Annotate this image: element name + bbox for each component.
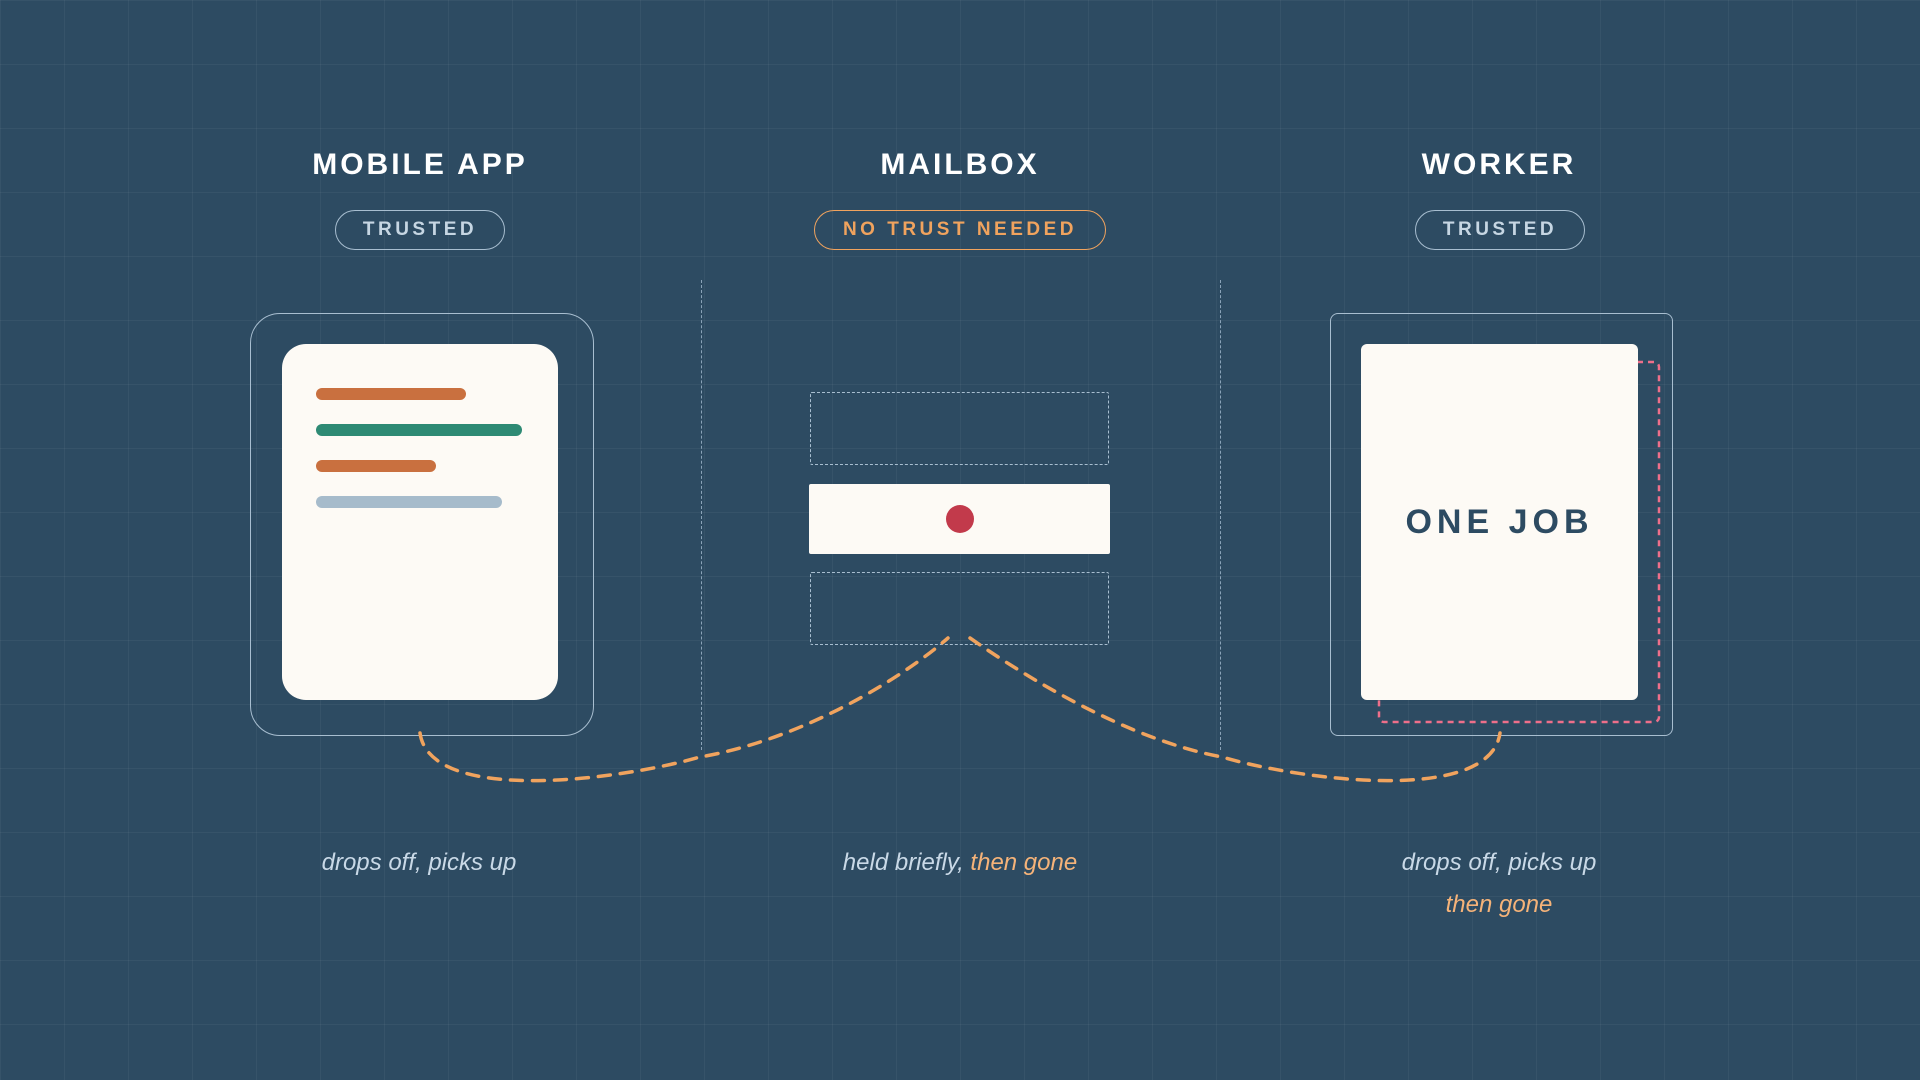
- message-dot: [946, 505, 974, 533]
- mailbox-slot-empty-top: [810, 392, 1109, 465]
- mobile-app-screen: [282, 344, 558, 700]
- mailbox-slot-empty-bottom: [810, 572, 1109, 645]
- mobile-app-title: MOBILE APP: [312, 148, 528, 181]
- mailbox-slot-filled: [809, 484, 1110, 554]
- mobile-app-trust-badge: TRUSTED: [335, 210, 505, 250]
- mailbox-trust-badge: NO TRUST NEEDED: [814, 210, 1106, 250]
- content-line-green: [316, 424, 522, 436]
- mailbox-caption-accent: then gone: [970, 849, 1078, 876]
- mailbox-caption: held briefly, then gone: [760, 849, 1160, 877]
- worker-job-card: ONE JOB: [1361, 344, 1638, 700]
- content-line-gray: [316, 496, 502, 508]
- content-line-orange-1: [316, 388, 466, 400]
- worker-caption-line-1: drops off, picks up: [1401, 849, 1597, 876]
- mailbox-caption-main: held briefly,: [842, 849, 971, 876]
- divider-left: [701, 280, 702, 750]
- content-line-orange-2: [316, 460, 436, 472]
- divider-right: [1220, 280, 1221, 750]
- mailbox-title: MAILBOX: [880, 148, 1040, 181]
- mobile-app-caption: drops off, picks up: [321, 849, 517, 876]
- worker-caption-line-2: then gone: [1445, 891, 1553, 918]
- worker-title: WORKER: [1421, 148, 1577, 181]
- worker-trust-badge: TRUSTED: [1415, 210, 1585, 250]
